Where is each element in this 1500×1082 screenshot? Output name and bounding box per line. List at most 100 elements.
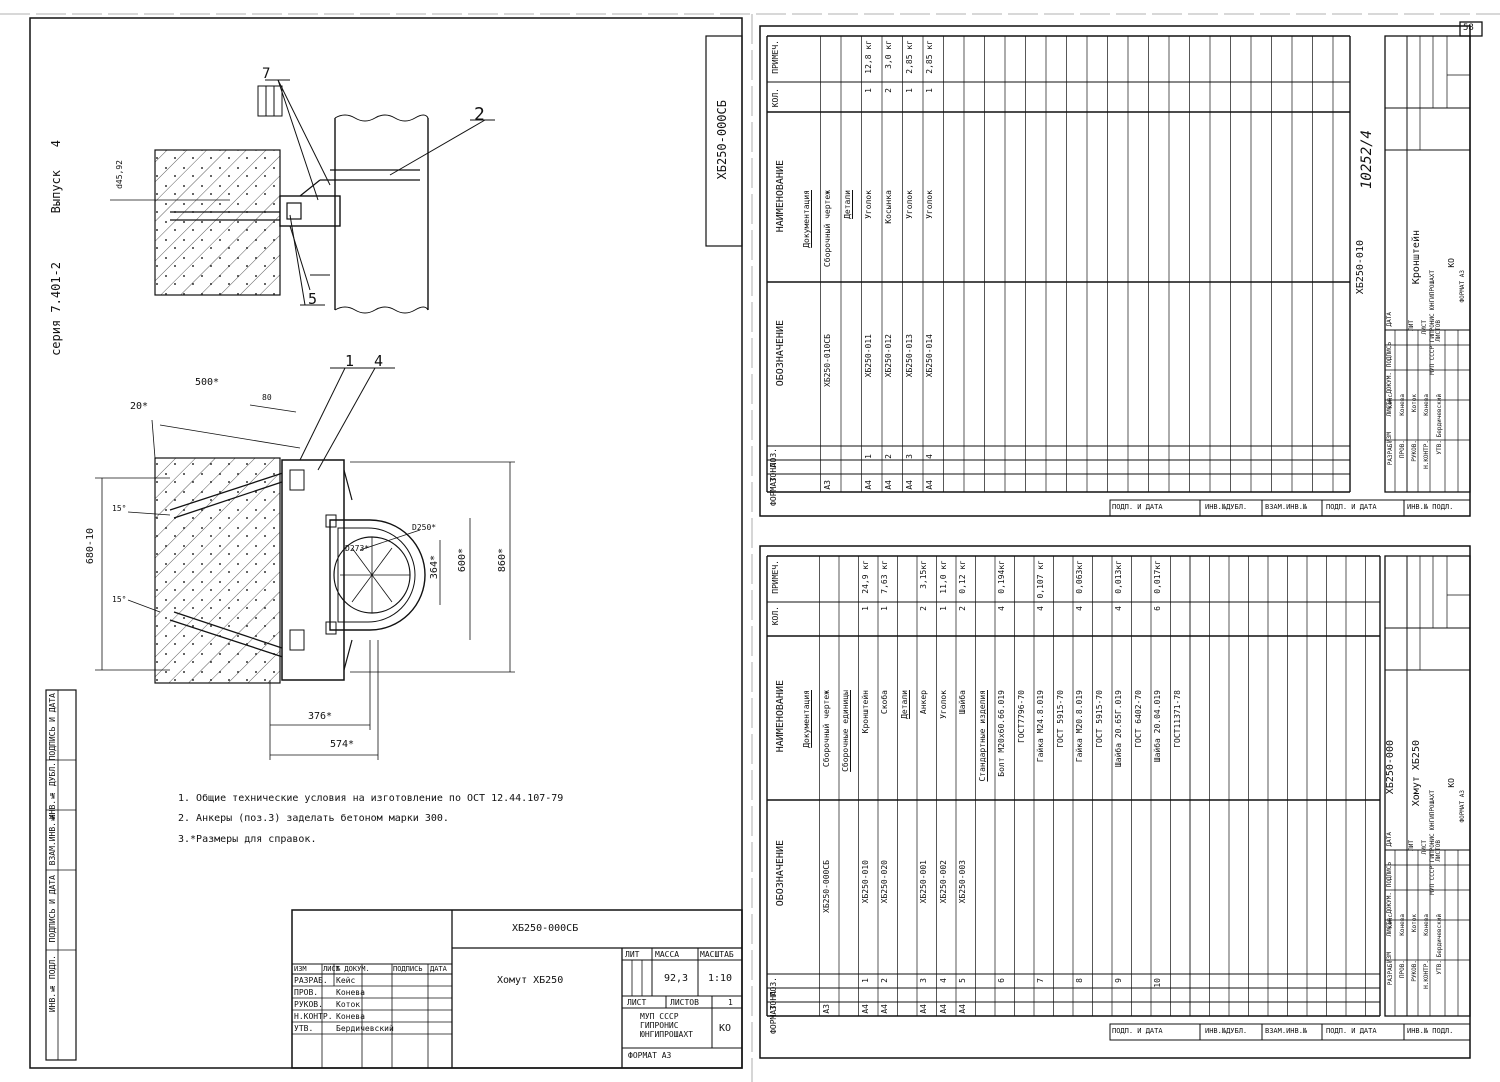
tb-h-doc: № ДОКУМ. bbox=[336, 965, 370, 973]
spec-bottom-strip-3: ПОДП. И ДАТА bbox=[1326, 1027, 1377, 1035]
spec-top-lines bbox=[766, 35, 1351, 493]
tb-code: ХБ250-000СБ bbox=[512, 923, 579, 934]
spec-note: 0,063кг bbox=[1075, 560, 1084, 594]
spec-top-name: Кронштейн bbox=[1411, 230, 1422, 285]
spec-qty: 1 bbox=[880, 606, 889, 611]
spec-note: 12,8 кг bbox=[863, 40, 873, 74]
spec-top-h-qty: КОЛ. bbox=[771, 88, 780, 108]
spec-top-name-3: Конева bbox=[1423, 394, 1430, 416]
spec-bottom-strip-2: ВЗАМ.ИНВ.№ bbox=[1265, 1027, 1308, 1035]
sheet-number: 58 bbox=[1463, 23, 1474, 33]
spec-designation: ХБ250-003 bbox=[958, 860, 967, 904]
spec-fmt: А4 bbox=[904, 480, 914, 490]
spec-designation: ХБ250-000СБ bbox=[821, 860, 831, 913]
spec-bottom-tb-lines bbox=[1384, 555, 1471, 1017]
spec-note: 24,9 кг bbox=[860, 560, 870, 594]
spec-note: 0,017кг bbox=[1153, 560, 1162, 594]
spec-name: Уголок bbox=[863, 190, 873, 219]
spec-bot-h-qty: КОЛ. bbox=[771, 606, 780, 626]
dim-15a: 15° bbox=[112, 504, 127, 513]
spec-name: Шайба 20.65Г.019 bbox=[1114, 690, 1123, 768]
spec-name: Кронштейн bbox=[860, 690, 870, 734]
spec-designation: ХБ250-013 bbox=[904, 334, 914, 378]
spec-bottom-name-3: Конева bbox=[1423, 914, 1430, 936]
spec-bottom-hdr-3: ПОДПИСЬ bbox=[1386, 862, 1393, 888]
spec-bottom-role-2: РУКОВ. bbox=[1411, 960, 1418, 982]
spec-name: Документация bbox=[802, 690, 811, 748]
spec-bot-h-note: ПРИМЕЧ. bbox=[771, 560, 780, 594]
spec-top-listov: ЛИСТОВ bbox=[1435, 320, 1442, 342]
spec-name: ГОСТ11371-78 bbox=[1172, 690, 1182, 748]
spec-top-role-2: РУКОВ. bbox=[1411, 440, 1418, 462]
spec-note: 0,013кг bbox=[1114, 560, 1123, 594]
spec-name: Косынка bbox=[884, 190, 893, 224]
spec-top-strip-0: ПОДП. И ДАТА bbox=[1112, 503, 1163, 511]
spec-bot-h-pos: ПОЗ. bbox=[769, 977, 778, 997]
spec-bottom-name-4: Бердичевский bbox=[1436, 914, 1443, 958]
spec-bottom-format: ФОРМАТ А3 bbox=[1459, 790, 1466, 823]
spec-fmt: А4 bbox=[938, 1004, 948, 1014]
tb-name-2: Конева bbox=[336, 988, 365, 997]
dim-376: 376* bbox=[308, 711, 333, 722]
spec-bottom-strip-lines bbox=[1109, 1023, 1471, 1041]
spec-bottom-org: МУП СССР ГИПРОНИС ЮНГИПРОШАХТ bbox=[1429, 790, 1436, 895]
spec-note: 0,107 кг bbox=[1036, 560, 1045, 599]
spec-name: ГОСТ 6402-70 bbox=[1133, 690, 1143, 748]
issue-label: Выпуск bbox=[49, 170, 63, 214]
tb-mass-label: МАССА bbox=[655, 950, 680, 959]
spec-top-h-pos: ПОЗ. bbox=[769, 448, 778, 468]
spec-top-orgcode: КО bbox=[1447, 258, 1456, 268]
strip-podpis-1: ПОДПИСЬ И ДАТА bbox=[48, 875, 57, 943]
spec-bottom-role-3: Н.КОНТР. bbox=[1423, 960, 1430, 989]
tb-scale-label: МАСШТАБ bbox=[700, 950, 734, 959]
tb-format: ФОРМАТ А3 bbox=[628, 1051, 672, 1060]
tb-role-1: РАЗРАБ. bbox=[294, 976, 328, 985]
spec-designation: ХБ250-010 bbox=[860, 860, 870, 904]
spec-top-strip-2: ВЗАМ.ИНВ.№ bbox=[1265, 503, 1308, 511]
spec-name: Документация bbox=[802, 190, 811, 248]
spec-top-h-name: НАИМЕНОВАНИЕ bbox=[775, 160, 786, 233]
spec-bottom-code: ХБ250-000 bbox=[1385, 740, 1396, 795]
spec-fmt: А4 bbox=[880, 1004, 889, 1014]
dim-574: 574* bbox=[330, 739, 355, 750]
dim-500: 500* bbox=[195, 377, 220, 388]
issue-value: 4 bbox=[49, 140, 63, 148]
spec-pos: 8 bbox=[1075, 978, 1084, 983]
spec-name: ГОСТ7796-70 bbox=[1016, 690, 1026, 743]
left-strip-lines bbox=[45, 689, 77, 1061]
spec-top-hdr-2: № ДОКУМ. bbox=[1386, 372, 1393, 405]
dim-d273: D273* bbox=[345, 544, 370, 553]
tb-name-3: Коток bbox=[336, 1000, 361, 1009]
tb-lit-label: ЛИТ bbox=[625, 950, 640, 959]
strip-inv-dubl: ИНВ.№ ДУБЛ. bbox=[48, 762, 57, 820]
spec-designation: ХБ250-020 bbox=[880, 860, 889, 904]
spec-top-tb-lines bbox=[1384, 21, 1483, 493]
spec-top-strip-1: ИНВ.№ДУБЛ. bbox=[1205, 503, 1248, 511]
spec-bot-h-designation: ОБОЗНАЧЕНИЕ bbox=[775, 840, 786, 907]
spec-note: 7,63 кг bbox=[880, 560, 889, 594]
tb-role-4: Н.КОНТР. bbox=[294, 1012, 333, 1021]
spec-bottom-role-0: РАЗРАБ. bbox=[1387, 960, 1394, 986]
spec-fmt: А4 bbox=[860, 1004, 870, 1014]
tb-role-5: УТВ. bbox=[294, 1024, 314, 1033]
spec-qty: 1 bbox=[860, 606, 870, 611]
spec-fmt: А4 bbox=[925, 480, 934, 490]
spec-pos: 9 bbox=[1114, 978, 1123, 983]
spec-top-hdr-0: ИЗМ bbox=[1386, 432, 1393, 443]
spec-pos: 4 bbox=[925, 454, 934, 459]
tb-role-2: ПРОВ. bbox=[294, 988, 319, 997]
spec-designation: ХБ250-012 bbox=[884, 334, 893, 378]
spec-fmt: А4 bbox=[958, 1004, 967, 1014]
dim-d250: D250* bbox=[412, 523, 437, 532]
spec-pos: 1 bbox=[860, 978, 870, 983]
spec-bottom-strip-1: ИНВ.№ДУБЛ. bbox=[1205, 1027, 1248, 1035]
spec-pos: 5 bbox=[958, 978, 967, 983]
spec-fmt: А4 bbox=[919, 1004, 928, 1014]
strip-podpis-2: ПОДПИСЬ И ДАТА bbox=[48, 693, 57, 761]
tb-scale: 1:10 bbox=[708, 973, 733, 984]
side-drawing-code: ХБ250-000СБ bbox=[715, 100, 729, 180]
spec-qty: 4 bbox=[997, 606, 1006, 611]
dim-680: 680-10 bbox=[85, 528, 96, 565]
dim-80: 80 bbox=[262, 393, 272, 402]
spec-note: 2,85 кг bbox=[904, 40, 914, 74]
